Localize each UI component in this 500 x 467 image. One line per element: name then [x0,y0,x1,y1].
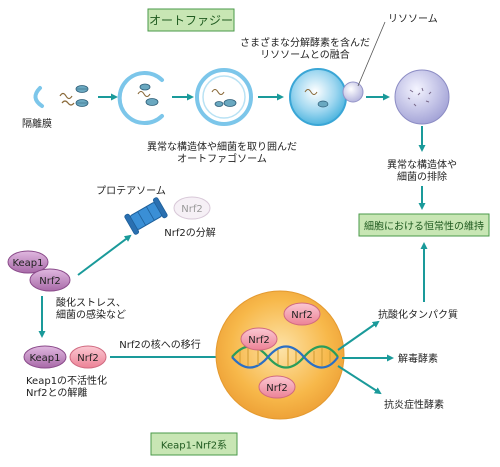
nucleus-nrf2-top-icon: Nrf2 [283,302,321,326]
elimination-label-line2: 細菌の排除 [397,170,447,183]
autophagy-title: オートファジー [149,14,233,28]
autophagosome-label-line2: オートファゴソーム [177,152,267,165]
lysosome-pointer-line [357,21,386,87]
engulfing-membrane-icon [117,71,164,125]
nucleus-nrf2-left-label: Nrf2 [248,335,269,346]
antioxidant-proteins-label: 抗酸化タンパク質 [378,308,458,321]
keap1-label: Keap1 [12,258,43,269]
proteasome-label: プロテアソーム [96,185,166,197]
fusion-label-line1: さまざまな分解酵素を含んだ [240,36,370,49]
nucleus-nrf2-bottom-label: Nrf2 [266,383,287,394]
nrf2-free-icon: Nrf2 [69,345,107,369]
arrow-to-anti-inflammatory [337,365,382,395]
isolation-membrane-icon [33,86,44,108]
stress-label-line1: 酸化ストレス、 [56,296,126,309]
keap1-nrf2-complex: Keap1 Nrf2 [7,250,71,292]
detox-enzymes-label: 解毒酵素 [398,352,438,365]
keap1-nrf2-title: Keap1-Nrf2系 [161,440,227,452]
nucleus-nrf2-bottom-icon: Nrf2 [258,375,296,399]
digestion-icon [394,69,450,125]
anti-inflammatory-enzymes-label: 抗炎症性酵素 [384,398,444,411]
autolysosome-icon [289,68,364,126]
inactivation-label-line2: Nrf2との解離 [26,386,87,399]
arrow-to-antioxidant [337,320,380,351]
isolation-membrane-label: 隔離膜 [22,117,52,130]
nrf2-degradation-label: Nrf2の分解 [164,226,215,239]
keap1-inactive-label: Keap1 [29,353,60,364]
keap1-inactive-icon: Keap1 [23,345,67,369]
homeostasis-label: 細胞における恒常性の維持 [364,220,484,233]
nrf2-faded-label: Nrf2 [181,204,202,215]
nucleus-nrf2-left-icon: Nrf2 [240,327,278,351]
proteasome-icon [124,197,168,235]
nrf2-bound-label: Nrf2 [39,276,60,287]
autophagosome-icon [195,68,253,126]
homeostasis-box: 細胞における恒常性の維持 [358,213,490,237]
autophagosome-label-line1: 異常な構造体や細菌を取り囲んだ [147,140,297,153]
cargo-mitochondria-icon [59,85,89,107]
nuclear-translocation-label: Nrf2の核への移行 [119,338,200,351]
inactivation-label-line1: Keap1の不活性化 [26,374,107,387]
autophagy-title-box: オートファジー [147,8,235,32]
nrf2-free-label: Nrf2 [77,353,98,364]
elimination-label-line1: 異常な構造体や [387,158,457,171]
stress-label-line2: 細菌の感染など [56,308,126,321]
nucleus-nrf2-top-label: Nrf2 [291,310,312,321]
arrow-complex-to-proteasome [77,234,132,276]
lysosome-label: リソソーム [388,13,438,25]
keap1-nrf2-title-box: Keap1-Nrf2系 [150,432,238,456]
fusion-label-line2: リソソームとの融合 [260,48,350,61]
nrf2-faded-icon: Nrf2 [173,196,211,220]
fusing-lysosome-icon [342,81,364,103]
